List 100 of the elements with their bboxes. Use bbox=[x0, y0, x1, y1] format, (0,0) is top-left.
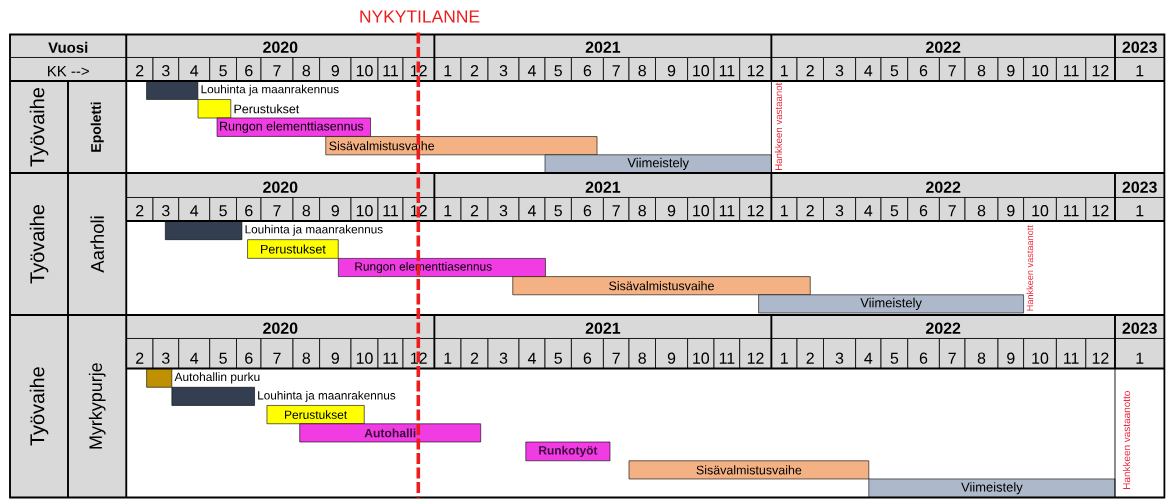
month-cell: 12 bbox=[739, 338, 772, 369]
month-cell: 10 bbox=[350, 338, 379, 369]
month-cell: 11 bbox=[1056, 57, 1087, 82]
gantt-bar: Viimeistely bbox=[544, 154, 772, 174]
month-cell: 8 bbox=[964, 338, 999, 369]
month-cell: 2 bbox=[460, 197, 489, 222]
month-cell: 4 bbox=[855, 197, 882, 222]
month-cell: 7 bbox=[603, 57, 630, 82]
month-cell: 12 bbox=[1085, 197, 1116, 222]
row-header-cell: Työvaihe bbox=[9, 80, 69, 174]
gantt-bar: Sisävalmistusvaihe bbox=[628, 460, 870, 480]
month-cell: 6 bbox=[571, 197, 604, 222]
row-header-cell: Työvaihe bbox=[9, 172, 69, 316]
gantt-bar: Perustukset bbox=[266, 405, 365, 425]
month-cell: 8 bbox=[964, 57, 999, 82]
gantt-bar: Rungon elementtiasennus bbox=[338, 258, 546, 277]
month-cell: 7 bbox=[260, 197, 294, 222]
gantt-bar: Perustukset bbox=[247, 239, 339, 259]
month-cell: 8 bbox=[628, 57, 656, 82]
month-cell: 5 bbox=[544, 197, 572, 222]
month-cell: 10 bbox=[1023, 338, 1057, 369]
bar-label: Louhinta ja maanrakennus bbox=[258, 390, 396, 402]
month-cell: 7 bbox=[939, 338, 966, 369]
month-cell: 2 bbox=[460, 57, 489, 82]
month-cell: 3 bbox=[152, 57, 180, 82]
month-cell: 5 bbox=[880, 338, 909, 369]
month-cell: 8 bbox=[964, 197, 999, 222]
month-cell: 5 bbox=[209, 197, 237, 222]
month-cell: 8 bbox=[292, 338, 320, 369]
month-cell: 10 bbox=[350, 57, 379, 82]
month-cell: 7 bbox=[603, 338, 630, 369]
gantt-bar: Sisävalmistusvaihe bbox=[325, 136, 598, 156]
month-cell: 11 bbox=[1056, 338, 1087, 369]
month-cell: 12 bbox=[739, 197, 772, 222]
month-cell: 4 bbox=[178, 57, 211, 82]
month-cell: 11 bbox=[377, 338, 404, 369]
month-cell: 4 bbox=[855, 57, 882, 82]
month-cell: 6 bbox=[907, 197, 940, 222]
month-cell: 1 bbox=[771, 338, 798, 369]
month-cell: 8 bbox=[292, 197, 320, 222]
row-header-cell: Aarholi bbox=[67, 172, 127, 316]
month-cell: 2 bbox=[460, 338, 489, 369]
gantt-bar: Viimeistely bbox=[868, 478, 1116, 498]
month-cell: 7 bbox=[939, 197, 966, 222]
month-cell: 5 bbox=[544, 338, 572, 369]
month-cell: 9 bbox=[319, 338, 352, 369]
month-cell: 9 bbox=[655, 57, 688, 82]
month-cell: 11 bbox=[713, 197, 741, 222]
month-cell: 10 bbox=[350, 197, 379, 222]
header-cell: Vuosi bbox=[9, 34, 127, 58]
month-cell: 4 bbox=[518, 197, 546, 222]
month-cell: 4 bbox=[518, 338, 546, 369]
month-cell: 10 bbox=[687, 57, 715, 82]
month-cell: 3 bbox=[823, 338, 856, 369]
month-cell: 12 bbox=[1085, 57, 1116, 82]
month-cell: 10 bbox=[687, 197, 715, 222]
month-cell: 9 bbox=[319, 57, 352, 82]
month-cell: 6 bbox=[571, 338, 604, 369]
month-cell: 4 bbox=[855, 338, 882, 369]
gantt-bar: Runkotyöt bbox=[525, 441, 611, 462]
month-cell: 11 bbox=[713, 57, 741, 82]
month-cell: 3 bbox=[487, 57, 520, 82]
gantt-bar: Rungon elementtiasennus bbox=[216, 117, 371, 137]
month-cell: 11 bbox=[713, 338, 741, 369]
month-cell: 9 bbox=[997, 338, 1024, 369]
month-cell: 2 bbox=[796, 197, 824, 222]
gantt-bar: Viimeistely bbox=[758, 294, 1024, 314]
month-cell: 3 bbox=[487, 338, 520, 369]
bar-label: Louhinta ja maanrakennus bbox=[245, 224, 383, 236]
month-cell: 6 bbox=[907, 57, 940, 82]
month-cell: 6 bbox=[236, 57, 262, 82]
gantt-bar: Autohalli bbox=[299, 423, 481, 443]
month-cell: 7 bbox=[603, 197, 630, 222]
month-cell: 11 bbox=[1056, 197, 1087, 222]
month-cell: 11 bbox=[377, 197, 404, 222]
month-cell: 1 bbox=[1114, 57, 1165, 82]
row-header-cell: Työvaihe bbox=[9, 314, 69, 498]
today-label: NYKYTILANNE bbox=[360, 10, 480, 23]
month-cell: 7 bbox=[939, 57, 966, 82]
month-cell: 3 bbox=[487, 197, 520, 222]
month-cell: 9 bbox=[319, 197, 352, 222]
month-cell: 9 bbox=[997, 57, 1024, 82]
row-header-cell: Epoletti bbox=[67, 80, 127, 174]
month-cell: 4 bbox=[178, 338, 211, 369]
month-cell: 3 bbox=[152, 197, 180, 222]
milestone-label: Hankkeen vastaanotto bbox=[1122, 391, 1131, 489]
month-cell: 2 bbox=[796, 338, 824, 369]
bar-label: Perustukset bbox=[234, 104, 300, 114]
bar-label: Louhinta ja maanrakennus bbox=[201, 84, 339, 96]
month-cell: 6 bbox=[571, 57, 604, 82]
month-cell: 5 bbox=[209, 338, 237, 369]
month-cell: 4 bbox=[178, 197, 211, 222]
month-cell: 6 bbox=[236, 338, 262, 369]
month-cell: 8 bbox=[628, 197, 656, 222]
month-cell: 3 bbox=[152, 338, 180, 369]
month-cell: 9 bbox=[655, 197, 688, 222]
month-cell: 3 bbox=[823, 197, 856, 222]
month-cell: 10 bbox=[1023, 57, 1057, 82]
gantt-bar: Sisävalmistusvaihe bbox=[512, 276, 811, 296]
month-cell: 4 bbox=[518, 57, 546, 82]
